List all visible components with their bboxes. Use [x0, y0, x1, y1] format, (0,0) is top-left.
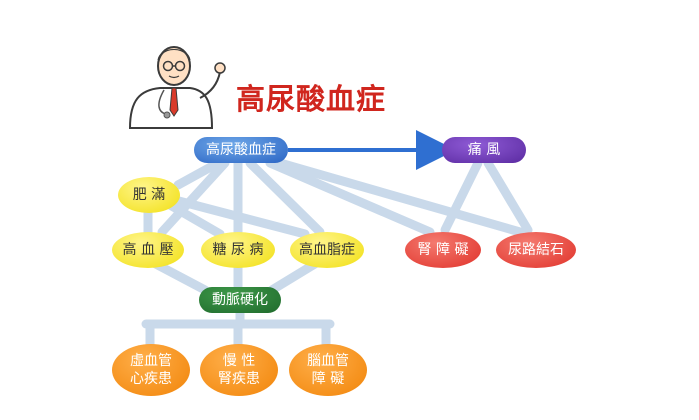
node-kidney: 腎 障 礙 — [405, 232, 481, 268]
node-gout-label: 痛 風 — [467, 142, 501, 158]
node-hyperuricemia: 高尿酸血症 — [194, 137, 288, 163]
node-kidney-label: 腎 障 礙 — [417, 242, 469, 258]
node-ischemic-heart-line2: 心疾患 — [130, 371, 172, 387]
node-hypertension: 高 血 壓 — [112, 232, 184, 268]
link-hyperlipidemia-arterio — [267, 257, 323, 295]
node-hyperuricemia-label: 高尿酸血症 — [206, 142, 276, 158]
node-arteriosclerosis-label: 動脈硬化 — [212, 292, 268, 308]
link-obesity-diabetes — [165, 200, 225, 239]
node-ischemic-heart-line1: 虛血管 — [130, 353, 172, 369]
node-gout: 痛 風 — [442, 137, 526, 163]
page-title: 高尿酸血症 — [236, 82, 387, 116]
node-chronic-kidney-line2: 腎疾患 — [218, 371, 260, 387]
link-hu-hypertension — [157, 158, 230, 237]
link-hu-obesity — [173, 158, 223, 190]
node-stone: 尿路結石 — [496, 232, 576, 268]
node-diabetes: 糖 尿 病 — [201, 232, 275, 268]
node-stone-label: 尿路結石 — [508, 242, 564, 258]
node-chronic-kidney-line1: 慢 性 — [222, 353, 256, 369]
node-cerebrovascular-line1: 腦血管 — [307, 353, 349, 369]
link-hu-hyperlipidemia — [245, 158, 325, 237]
link-gout-kidney — [440, 158, 483, 235]
node-hyperlipidemia: 高血脂症 — [290, 232, 364, 268]
node-cerebrovascular: 腦血管 障 礙 — [289, 344, 367, 396]
node-ischemic-heart: 虛血管 心疾患 — [112, 344, 190, 396]
node-chronic-kidney: 慢 性 腎疾患 — [200, 344, 278, 396]
node-diabetes-label: 糖 尿 病 — [212, 242, 264, 258]
link-gout-stone — [483, 158, 533, 235]
link-hu-kidney — [265, 158, 435, 237]
node-cerebrovascular-line2: 障 礙 — [311, 371, 345, 387]
node-hyperlipidemia-label: 高血脂症 — [299, 242, 355, 258]
link-hu-stone — [275, 158, 525, 237]
node-obesity: 肥 滿 — [118, 177, 180, 213]
link-obesity-hyperlipidemia — [170, 195, 310, 239]
doctor-illustration-icon — [128, 46, 226, 129]
node-hypertension-label: 高 血 壓 — [122, 242, 174, 258]
node-obesity-label: 肥 滿 — [132, 187, 166, 203]
node-arteriosclerosis: 動脈硬化 — [199, 287, 281, 313]
